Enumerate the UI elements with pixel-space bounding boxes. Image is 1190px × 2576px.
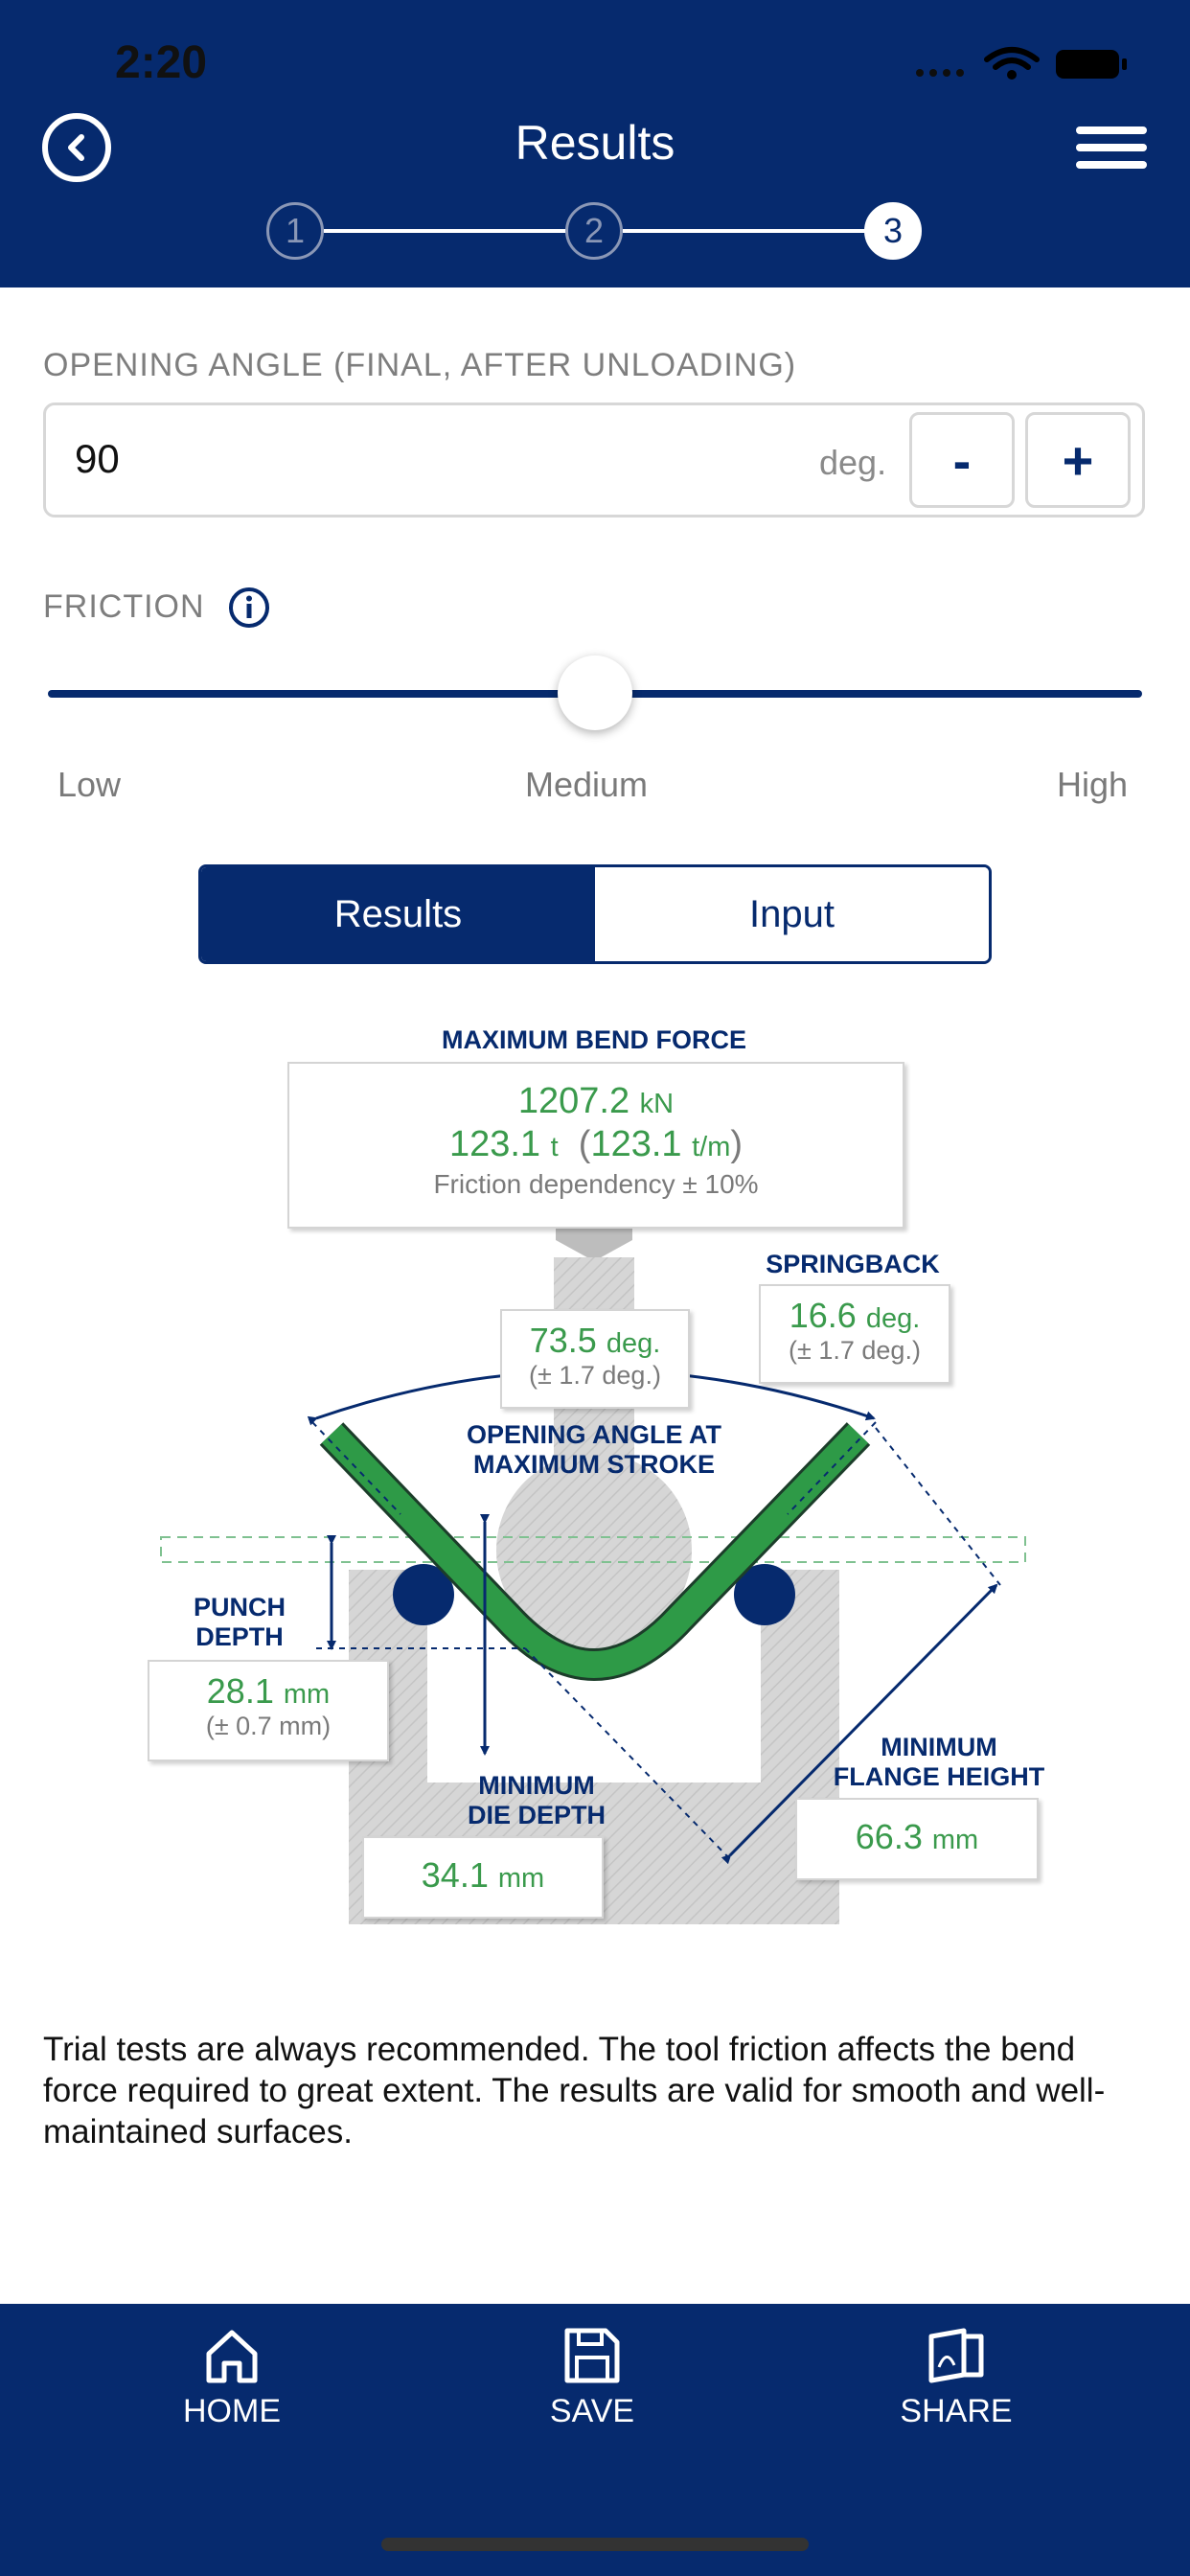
die-block — [349, 1570, 839, 1924]
tab-save[interactable]: SAVE — [487, 2325, 698, 2430]
friction-low-label: Low — [57, 765, 122, 804]
max-bend-force-box: 1207.2 kN 123.1 t (123.1 t/m) Friction d… — [287, 1062, 904, 1229]
opening-angle-value[interactable]: 90 — [75, 436, 120, 481]
menu-button[interactable] — [1076, 126, 1147, 169]
opening-angle-label: OPENING ANGLE (FINAL, AFTER UNLOADING) — [43, 347, 797, 383]
punch-depth-title-line2: DEPTH — [195, 1622, 284, 1651]
bend-force-tm-unit: t/m — [692, 1132, 731, 1162]
friction-dependency-note: Friction dependency ± 10% — [433, 1169, 759, 1199]
min-die-depth-unit: mm — [497, 1863, 545, 1894]
punch-depth-title-line1: PUNCH — [193, 1593, 286, 1622]
springback-unit: deg. — [865, 1303, 921, 1334]
tab-input[interactable]: Input — [595, 867, 989, 961]
punch-depth-tolerance: (± 0.7 mm) — [205, 1712, 332, 1740]
increase-angle-button[interactable]: + — [1025, 412, 1131, 508]
min-die-depth-value: 34.1 — [421, 1855, 489, 1895]
back-button[interactable] — [42, 113, 111, 182]
status-time: 2:20 — [115, 37, 208, 88]
die-shoulder-left — [393, 1564, 454, 1625]
paren-open: ( — [578, 1124, 591, 1164]
bend-force-t-value: 123.1 — [448, 1124, 541, 1164]
min-die-depth-title-line2: DIE DEPTH — [467, 1801, 606, 1829]
friction-label: FRICTION — [43, 588, 205, 625]
tab-results[interactable]: Results — [201, 867, 595, 961]
status-icons — [916, 47, 1127, 80]
springback-value: 16.6 — [789, 1296, 857, 1335]
save-icon — [564, 2328, 620, 2383]
friction-medium-label: Medium — [525, 765, 649, 804]
home-indicator — [381, 2538, 809, 2551]
chevron-left-icon — [68, 134, 84, 161]
opening-angle-stroke-tolerance: (± 1.7 deg.) — [529, 1361, 661, 1390]
flange-height-arrow — [721, 1583, 998, 1865]
friction-high-label: High — [1057, 765, 1129, 804]
opening-angle-stroke-value: 73.5 — [529, 1321, 597, 1360]
friction-info-button[interactable] — [228, 586, 270, 629]
min-die-depth-box: 34.1 mm — [362, 1836, 604, 1919]
info-icon — [229, 587, 269, 628]
disclaimer-note: Trial tests are always recommended. The … — [43, 2031, 1106, 2150]
opening-angle-stroke-title: OPENING ANGLE AT MAXIMUM STROKE — [441, 1420, 747, 1480]
wifi-icon — [984, 47, 1040, 70]
home-icon — [206, 2330, 258, 2383]
step-1[interactable]: 1 — [266, 202, 324, 260]
punch-depth-unit: mm — [283, 1679, 331, 1710]
punch-depth-title: PUNCH DEPTH — [163, 1593, 316, 1652]
step-connector — [623, 229, 866, 233]
opening-angle-stroke-unit: deg. — [606, 1328, 661, 1359]
opening-angle-field[interactable] — [43, 402, 1145, 518]
bend-force-t-unit: t — [550, 1132, 559, 1162]
min-flange-height-value: 66.3 — [855, 1817, 923, 1856]
min-flange-height-title: MINIMUM FLANGE HEIGHT — [805, 1733, 1073, 1792]
springback-box: 16.6 deg. (± 1.7 deg.) — [759, 1284, 950, 1384]
min-die-depth-title: MINIMUM DIE DEPTH — [383, 1771, 690, 1830]
step-connector — [324, 229, 567, 233]
hamburger-menu-icon — [1076, 126, 1147, 169]
friction-slider-thumb[interactable] — [558, 656, 632, 730]
bend-force-tm-value: 123.1 — [590, 1124, 682, 1164]
step-2[interactable]: 2 — [565, 202, 623, 260]
tab-share[interactable]: SHARE — [851, 2325, 1062, 2430]
bottom-tab-bar — [0, 2304, 1190, 2576]
page-title: Results — [515, 116, 675, 170]
min-flange-height-title-line1: MINIMUM — [881, 1733, 997, 1761]
min-die-depth-title-line1: MINIMUM — [478, 1771, 595, 1800]
share-pdf-icon — [928, 2328, 984, 2383]
max-bend-force-title: MAXIMUM BEND FORCE — [442, 1025, 746, 1054]
punch-depth-box: 28.1 mm (± 0.7 mm) — [148, 1660, 389, 1761]
tab-share-label: SHARE — [900, 2393, 1013, 2429]
opening-angle-stroke-title-line2: MAXIMUM STROKE — [473, 1450, 715, 1479]
step-3[interactable]: 3 — [864, 202, 922, 260]
tab-home[interactable]: HOME — [126, 2325, 337, 2430]
bend-force-kn-value: 1207.2 — [517, 1081, 630, 1121]
opening-angle-stroke-box: 73.5 deg. (± 1.7 deg.) — [500, 1309, 690, 1409]
bent-sheet — [321, 1424, 869, 1678]
decrease-angle-button[interactable]: - — [909, 412, 1015, 508]
tab-save-label: SAVE — [549, 2393, 635, 2429]
min-flange-height-box: 66.3 mm — [795, 1798, 1039, 1880]
battery-icon — [1056, 50, 1127, 79]
tab-home-label: HOME — [183, 2393, 281, 2429]
opening-angle-unit: deg. — [819, 443, 887, 482]
bend-force-kn-unit: kN — [639, 1089, 675, 1119]
paren-close: ) — [730, 1124, 744, 1164]
view-segmented-control: Results Input — [198, 864, 992, 964]
min-flange-height-title-line2: FLANGE HEIGHT — [833, 1762, 1045, 1791]
punch-depth-value: 28.1 — [206, 1671, 274, 1711]
springback-title: SPRINGBACK — [766, 1250, 940, 1278]
punch-depth-guide — [160, 1536, 1026, 1563]
min-flange-height-unit: mm — [931, 1825, 979, 1855]
springback-tolerance: (± 1.7 deg.) — [789, 1336, 921, 1365]
opening-angle-stroke-title-line1: OPENING ANGLE AT — [466, 1420, 721, 1449]
